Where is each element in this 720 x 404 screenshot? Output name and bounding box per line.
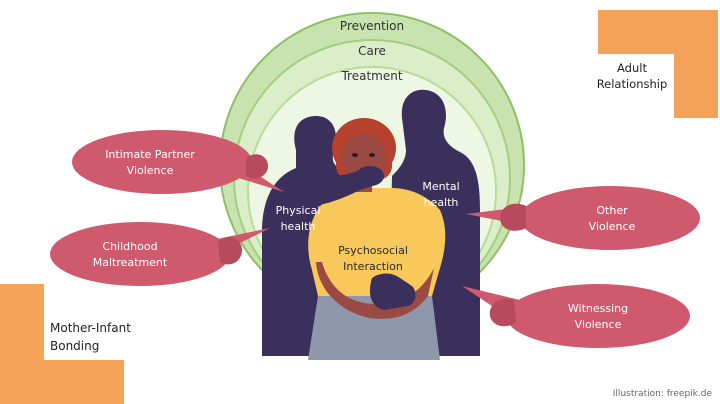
grabbing-hand-icon [369, 273, 416, 310]
physical-health-label-line1: Physical [276, 204, 321, 217]
woman-left-eye [352, 153, 358, 157]
physical-health-label-line2: health [281, 220, 316, 233]
other-violence-bubble [520, 186, 700, 250]
psychosocial-label-line1: Psychosocial [338, 244, 408, 257]
intimate-partner-label-line1: Intimate Partner [105, 148, 195, 161]
mother-infant-label-line2: Bonding [50, 339, 99, 353]
adult-relationship-label-line2: Relationship [597, 77, 668, 91]
other-violence-label-line2: Violence [589, 220, 636, 233]
mental-health-label-line1: Mental [422, 180, 459, 193]
childhood-bubble [50, 222, 230, 286]
covering-hand-icon [356, 166, 384, 186]
treatment-label: Treatment [340, 69, 402, 83]
psychosocial-label-line2: Interaction [343, 260, 403, 273]
childhood-label-line2: Maltreatment [93, 256, 168, 269]
witnessing-label-line1: Witnessing [568, 302, 628, 315]
childhood-hand-icon [218, 236, 242, 265]
bottom-left-corner-shape [0, 284, 124, 404]
illustration-credit: Illustration: freepik.de [613, 389, 713, 399]
care-label: Care [358, 44, 386, 58]
woman-body-shirt [308, 188, 446, 296]
intimate-partner-bubble [72, 130, 252, 194]
prevention-label: Prevention [340, 19, 404, 33]
childhood-label-line1: Childhood [102, 240, 157, 253]
mother-infant-label-line1: Mother-Infant [50, 321, 131, 335]
witnessing-label-line2: Violence [575, 318, 622, 331]
intimate-partner-hand-icon [246, 154, 268, 179]
woman-right-eye [369, 153, 375, 157]
mental-health-label-line2: health [424, 196, 459, 209]
adult-relationship-label-line1: Adult [617, 61, 647, 75]
top-right-corner-fold [598, 10, 674, 54]
witnessing-bubble [506, 284, 690, 348]
other-violence-hand-icon [500, 203, 526, 231]
other-violence-label-line1: Other [596, 204, 628, 217]
intimate-partner-label-line2: Violence [127, 164, 174, 177]
witnessing-hand-icon [489, 298, 516, 327]
